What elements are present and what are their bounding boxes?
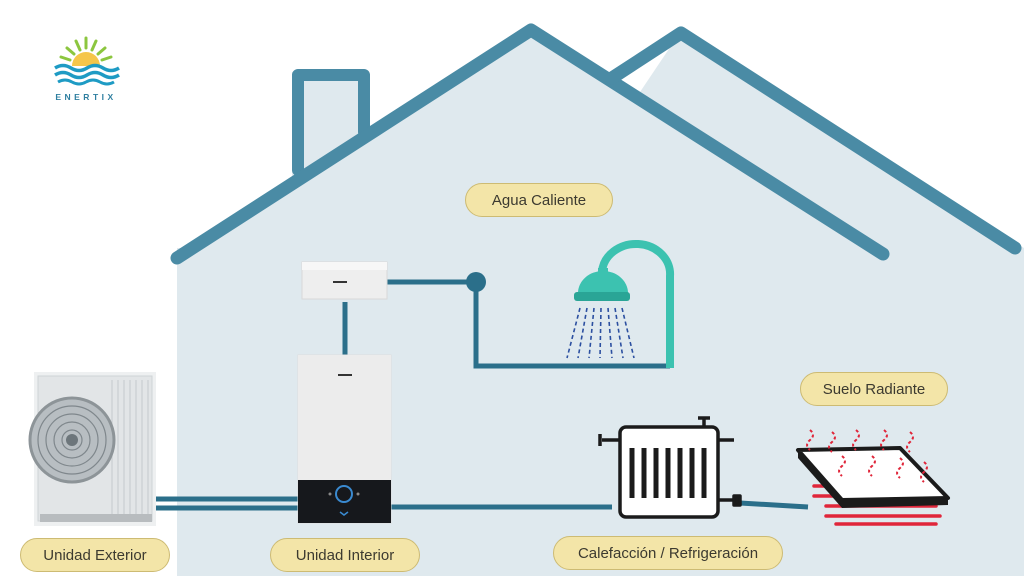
brand-name: ENERTIX: [55, 92, 117, 102]
hot-water-tank: [301, 261, 388, 300]
indoor-unit: [297, 354, 392, 524]
pipe-junction: [466, 272, 486, 292]
main-roof-line: [170, 23, 890, 265]
pipes: [155, 279, 809, 511]
second-roof-line: [605, 26, 1022, 255]
label-heating-cooling: Calefacción / Refrigeración: [553, 536, 783, 570]
radiator-icon: [598, 416, 742, 519]
sun-waves-logo: [54, 36, 120, 86]
roof-area: [177, 30, 1024, 258]
outdoor-unit: [28, 372, 156, 526]
label-hot-water: Agua Caliente: [465, 183, 613, 217]
label-underfloor-heating: Suelo Radiante: [800, 372, 948, 406]
label-indoor-unit: Unidad Interior: [270, 538, 420, 572]
label-outdoor-unit: Unidad Exterior: [20, 538, 170, 572]
underfloor-heating-icon: [796, 429, 950, 526]
control-dial-icon: [335, 485, 353, 503]
shower-icon: [566, 239, 675, 368]
